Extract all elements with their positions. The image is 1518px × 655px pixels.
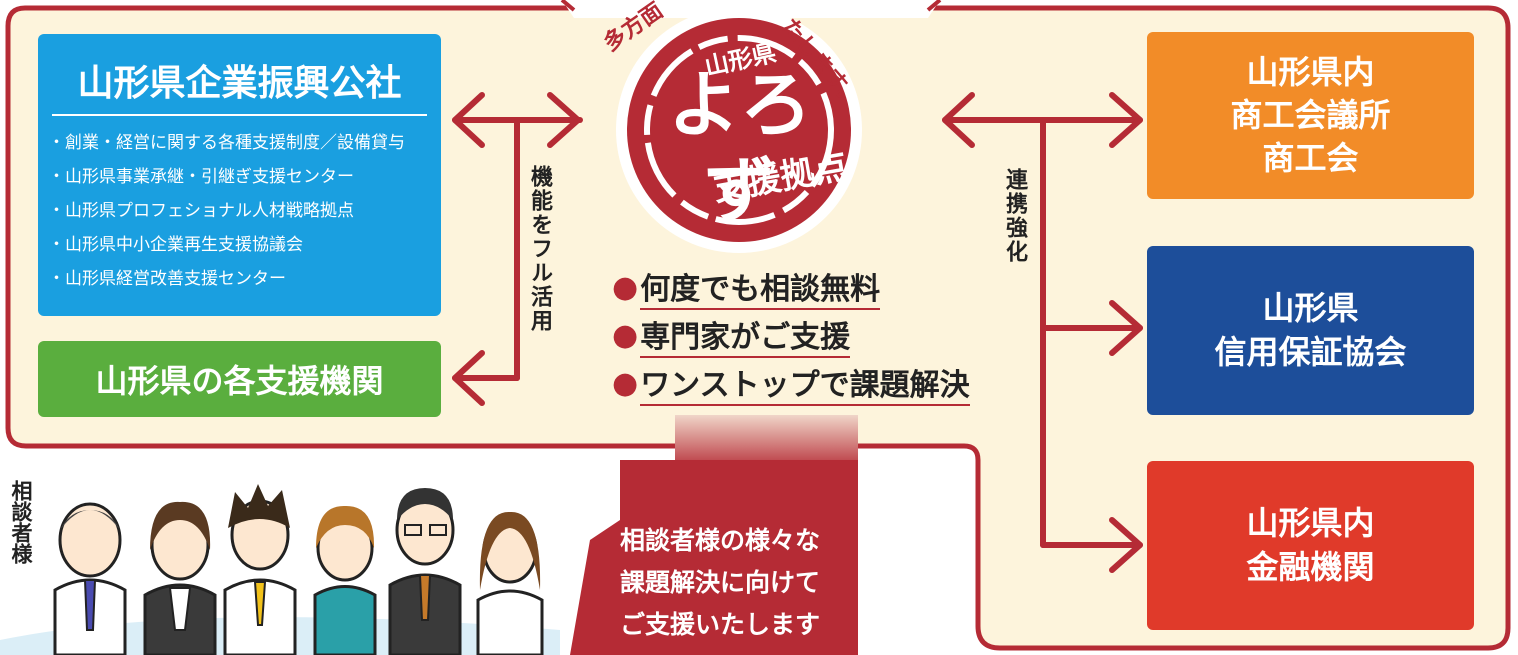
point-item: ● 専門家がご支援 xyxy=(612,311,992,359)
partner-chamber-box: 山形県内 商工会議所 商工会 xyxy=(1147,32,1474,199)
speech-line: 課題解決に向けて xyxy=(619,568,820,597)
corporation-item: ・創業・経営に関する各種支援制度／設備貸与 xyxy=(48,133,405,153)
hub-main-text: よろず xyxy=(667,62,812,233)
person-icon xyxy=(476,511,544,655)
right-connector-label: 連携強化 xyxy=(1002,168,1027,264)
speech-line: ご支援いたします xyxy=(619,610,820,639)
person-icon xyxy=(313,505,377,655)
partner-line: 山形県内 xyxy=(1246,52,1375,91)
hub-logo xyxy=(616,7,862,253)
partner-credit-box: 山形県 信用保証協会 xyxy=(1147,246,1474,415)
person-icon xyxy=(223,484,297,655)
point-item: ● 何度でも相談無料 xyxy=(612,263,902,311)
point-text: 専門家がご支援 xyxy=(640,312,851,358)
partner-line: 山形県内 xyxy=(1246,504,1375,543)
corporation-item: ・山形県事業承継・引継ぎ支援センター xyxy=(48,167,354,187)
points-list: ● 何度でも相談無料 ● 専門家がご支援 ● ワンストップで課題解決 xyxy=(612,263,992,407)
point-text: 何度でも相談無料 xyxy=(640,264,881,310)
partner-line: 商工会 xyxy=(1262,139,1359,178)
consultants-illustration xyxy=(0,484,560,655)
support-agencies-box: 山形県の各支援機関 xyxy=(38,341,441,417)
corporation-item: ・山形県プロフェショナル人材戦略拠点 xyxy=(48,201,354,221)
point-item: ● ワンストップで課題解決 xyxy=(612,359,992,407)
bullet-icon: ● xyxy=(612,365,639,401)
corporation-item: ・山形県中小企業再生支援協議会 xyxy=(48,235,303,255)
person-icon xyxy=(53,502,127,655)
partner-line: 金融機関 xyxy=(1246,547,1375,586)
bullet-icon: ● xyxy=(612,317,639,353)
speech-bubble xyxy=(570,460,858,655)
speech-bubble-text: 相談者様の様々な 課題解決に向けて ご支援いたします xyxy=(590,520,850,646)
person-icon xyxy=(143,501,217,655)
corporation-box: 山形県企業振興公社 ・創業・経営に関する各種支援制度／設備貸与 ・山形県事業承継… xyxy=(38,34,441,316)
left-connector-label: 機能をフル活用 xyxy=(527,165,552,333)
right-connector xyxy=(942,92,1143,573)
person-icon xyxy=(388,488,462,655)
partner-line: 信用保証協会 xyxy=(1214,332,1407,371)
point-text: ワンストップで課題解決 xyxy=(640,360,970,406)
corporation-divider xyxy=(52,114,427,116)
partner-line: 山形県 xyxy=(1262,289,1359,328)
partner-line: 商工会議所 xyxy=(1230,95,1391,134)
corporation-item: ・山形県経営改善支援センター xyxy=(48,269,286,289)
corporation-items: ・創業・経営に関する各種支援制度／設備貸与 ・山形県事業承継・引継ぎ支援センター… xyxy=(48,126,438,296)
partner-bank-box: 山形県内 金融機関 xyxy=(1147,461,1474,630)
bullet-icon: ● xyxy=(612,269,639,305)
speech-line: 相談者様の様々な xyxy=(619,526,820,555)
consultants-label: 相談者様 xyxy=(9,480,33,564)
corporation-title: 山形県企業振興公社 xyxy=(77,63,402,104)
left-connector xyxy=(452,92,583,406)
